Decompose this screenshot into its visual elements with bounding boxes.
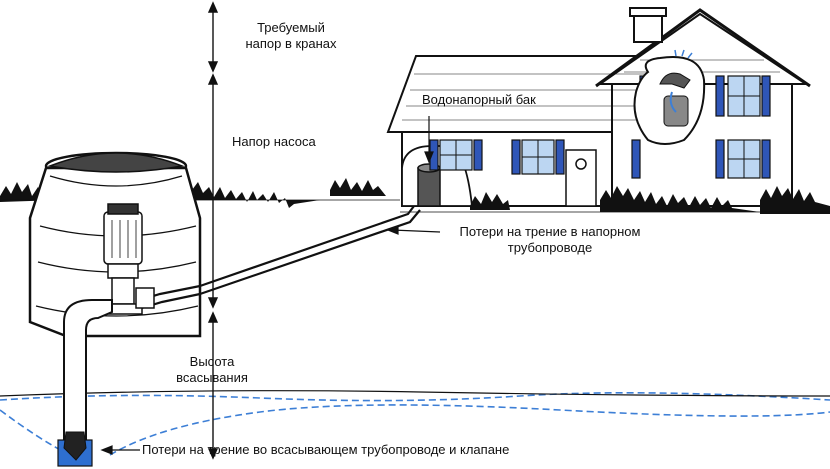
- label-friction-pressure-1: Потери на трение в напорном: [459, 224, 641, 239]
- label-required-pressure-1: Требуемый: [257, 20, 325, 35]
- chamber-lid: [47, 152, 185, 173]
- label-friction-pressure-2: трубопроводе: [507, 240, 593, 255]
- label-suction-height-2: всасывания: [176, 370, 248, 385]
- foot-valve: [63, 431, 87, 461]
- window-frames: [440, 76, 760, 178]
- label-water-tank: Водонапорный бак: [422, 92, 536, 107]
- label-required-pressure-2: напор в кранах: [245, 36, 337, 51]
- label-friction-suction: Потери на трение во всасывающем трубопро…: [142, 442, 510, 457]
- pump: [103, 203, 143, 315]
- leader-arrow-icon: [100, 116, 441, 455]
- label-suction-height-1: Высота: [189, 354, 235, 369]
- discharge-elbow: [135, 287, 155, 309]
- bushes-right: [470, 186, 830, 214]
- ground-line: [0, 390, 830, 397]
- faucet-icon: [633, 49, 706, 145]
- front-door: [565, 149, 597, 207]
- suction-pipe: [63, 299, 113, 446]
- groundwater-surface: [0, 392, 830, 456]
- label-pump-head: Напор насоса: [232, 134, 316, 149]
- dimension-arrow-icon: [207, 1, 219, 460]
